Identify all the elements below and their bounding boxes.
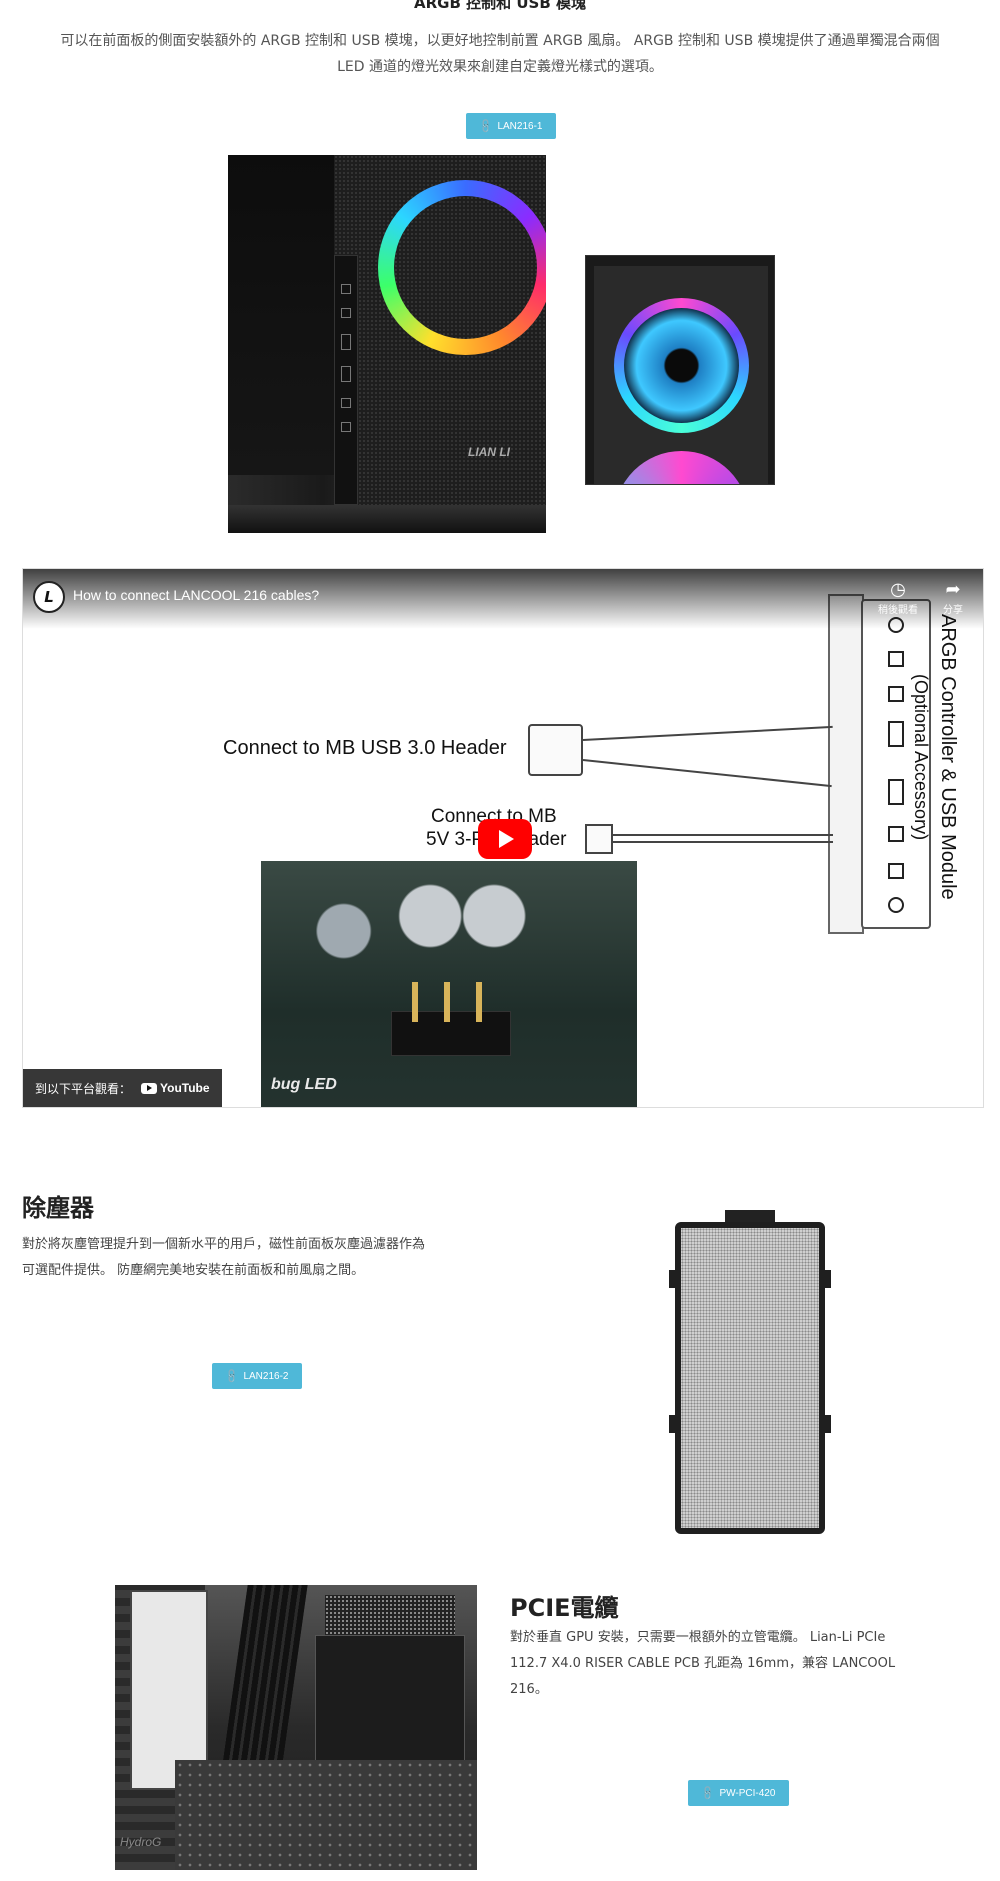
pcie-desc-line-2: 112.7 X4.0 RISER CABLE PCB 孔距為 16mm，兼容 L… <box>510 1656 896 1671</box>
module-label: ARGB Controller & USB Module (Optional A… <box>911 614 968 944</box>
pcie-photo-label: HydroG <box>120 1835 162 1849</box>
io-port <box>341 308 351 318</box>
usb-cable <box>582 759 832 788</box>
link-icon: 🔗 <box>477 117 495 135</box>
pcie-desc-line-3: 216。 <box>510 1682 548 1697</box>
label-usb-header: Connect to MB USB 3.0 Header <box>223 737 507 759</box>
case-side-panel <box>130 1590 208 1790</box>
pcie-tag-button[interactable]: 🔗 PW-PCI-420 <box>688 1780 790 1806</box>
usb-cable <box>582 725 833 741</box>
module-usb-port <box>888 779 904 805</box>
io-port <box>341 398 351 408</box>
youtube-logo-icon <box>141 1082 158 1094</box>
argb-fan-module-image <box>585 255 775 485</box>
module-label-line-1: ARGB Controller & USB Module <box>937 614 959 900</box>
dust-filter-description: 對於將灰塵管理提升到一個新水平的用戶，磁性前面板灰塵過濾器作為 可選配件提供。 … <box>22 1232 425 1284</box>
dust-desc-line-2: 可選配件提供。 防塵網完美地安裝在前面板和前風扇之間。 <box>22 1263 365 1278</box>
video-title[interactable]: How to connect LANCOOL 216 cables? <box>73 587 320 603</box>
module-port <box>888 651 904 667</box>
link-icon: 🔗 <box>223 1367 241 1385</box>
link-icon: 🔗 <box>699 1784 717 1802</box>
case-front-panel-image: LIAN LI <box>228 155 546 533</box>
channel-avatar-initial: L <box>44 588 54 606</box>
filter-clip <box>823 1415 831 1433</box>
argb-fan-center <box>624 308 739 423</box>
share-label: 分享 <box>943 605 963 616</box>
module-label-line-2: (Optional Accessory) <box>911 674 931 841</box>
module-port <box>888 863 904 879</box>
io-port <box>341 422 351 432</box>
dust-tag-button[interactable]: 🔗 LAN216-2 <box>212 1363 303 1389</box>
module-usb-port <box>888 721 904 747</box>
motherboard-closeup: bug LED <box>261 861 637 1107</box>
usb-port <box>341 366 351 382</box>
argb-cable <box>613 841 833 843</box>
video-title-bar <box>23 569 983 629</box>
youtube-play-button[interactable] <box>478 819 532 859</box>
youtube-logo-text: YouTube <box>160 1081 210 1095</box>
youtube-embed[interactable]: ARGB Controller & USB Module (Optional A… <box>22 568 984 1108</box>
argb-cable <box>613 834 833 836</box>
header-pin <box>476 982 482 1022</box>
front-rgb-fan <box>378 180 546 355</box>
play-icon <box>499 830 514 848</box>
pin-header <box>391 982 511 1056</box>
usb-port <box>341 334 351 350</box>
gpu-card <box>315 1635 465 1765</box>
dust-desc-line-1: 對於將灰塵管理提升到一個新水平的用戶，磁性前面板灰塵過濾器作為 <box>22 1237 426 1252</box>
argb-section-title: ARGB 控制和 USB 模塊 <box>414 0 586 12</box>
case-floor-mesh <box>175 1760 477 1870</box>
share-icon: ➦ <box>945 579 961 600</box>
channel-avatar[interactable]: L <box>33 581 65 613</box>
case-glass-panel <box>228 155 334 475</box>
argb-tag-wrap: 🔗 LAN216-1 <box>466 113 557 139</box>
pcie-title: PCIE電纜 <box>510 1594 619 1622</box>
header-pin <box>412 982 418 1022</box>
dust-filter-title: 除塵器 <box>22 1194 94 1222</box>
dust-tag-wrap: 🔗 LAN216-2 <box>212 1363 303 1389</box>
module-port <box>888 826 904 842</box>
argb-desc-line-1: 可以在前面板的側面安裝額外的 ARGB 控制和 USB 模塊，以更好地控制前置 … <box>60 33 940 49</box>
argb-controller-module <box>861 599 931 929</box>
youtube-logo: YouTube <box>141 1081 210 1095</box>
argb-tag-button[interactable]: 🔗 LAN216-1 <box>466 113 557 139</box>
dust-tag-label: LAN216-2 <box>243 1370 289 1382</box>
watch-later-button[interactable]: ◷ 稍後觀看 <box>873 579 923 616</box>
watch-later-label: 稍後觀看 <box>878 605 918 616</box>
usb-header-connector <box>528 724 583 776</box>
header-pin <box>444 982 450 1022</box>
5v-pin-connector <box>585 824 613 854</box>
dust-filter-image <box>669 1210 831 1540</box>
filter-clip <box>669 1415 677 1433</box>
io-module-bezel <box>334 255 358 505</box>
pcie-tag-wrap: 🔗 PW-PCI-420 <box>688 1780 790 1806</box>
filter-mesh <box>675 1222 825 1534</box>
case-logo: LIAN LI <box>468 445 510 459</box>
case-base <box>228 505 546 533</box>
filter-clip <box>823 1270 831 1288</box>
pcie-tag-label: PW-PCI-420 <box>719 1787 776 1799</box>
front-rgb-fan-center <box>394 196 537 339</box>
pcie-desc-line-1: 對於垂直 GPU 安裝，只需要一根額外的立管電纜。 Lian-Li PCIe <box>510 1630 886 1645</box>
argb-desc-line-2: LED 通道的燈光效果來創建自定義燈光樣式的選項。 <box>337 59 663 75</box>
watch-on-youtube-button[interactable]: 到以下平台觀看： YouTube <box>23 1069 222 1107</box>
riser-ribbon-cable <box>222 1585 308 1765</box>
module-port <box>888 686 904 702</box>
pcie-riser-image: HydroG <box>115 1585 477 1870</box>
io-port <box>341 284 351 294</box>
argb-fan-ring <box>614 298 749 433</box>
argb-section-description: 可以在前面板的側面安裝額外的 ARGB 控制和 USB 模塊，以更好地控制前置 … <box>30 28 970 80</box>
watch-on-label: 到以下平台觀看： <box>35 1081 132 1096</box>
module-mount-plate <box>828 594 864 934</box>
clock-icon: ◷ <box>890 579 906 600</box>
module-button <box>888 897 904 913</box>
pcie-description: 對於垂直 GPU 安裝，只需要一根額外的立管電纜。 Lian-Li PCIe 1… <box>510 1625 895 1703</box>
filter-clip <box>669 1270 677 1288</box>
share-button[interactable]: ➦ 分享 <box>928 579 978 616</box>
motherboard-silkscreen: bug LED <box>271 1076 337 1093</box>
argb-tag-label: LAN216-1 <box>497 120 543 132</box>
